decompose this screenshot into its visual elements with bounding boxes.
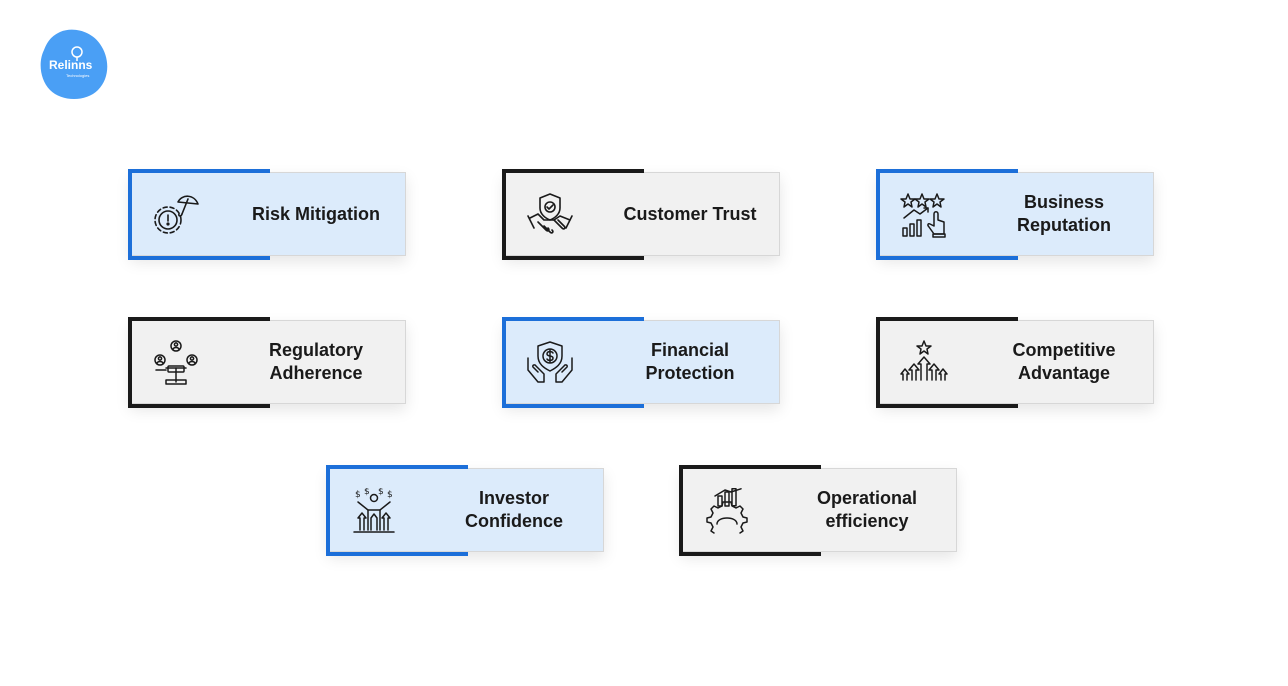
card-accent <box>679 465 683 556</box>
card-label: Regulatory Adherence <box>268 340 364 383</box>
card-financial-protection: Financial Protection <box>502 317 780 408</box>
card-accent <box>876 256 1018 260</box>
svg-text:$: $ <box>364 488 370 497</box>
card-accent <box>502 404 644 408</box>
card-accent <box>876 169 1018 173</box>
gear-chart-icon <box>703 488 751 534</box>
card-regulatory-adherence: Regulatory Adherence <box>128 317 406 408</box>
svg-text:$: $ <box>378 488 384 497</box>
card-risk-mitigation: Risk Mitigation <box>128 169 406 260</box>
logo-blob-icon <box>40 29 108 99</box>
card-accent <box>128 317 132 408</box>
card-accent <box>326 465 468 469</box>
card-accent <box>502 169 506 260</box>
hands-shield-dollar-icon <box>526 340 574 386</box>
card-investor-confidence: $ $ $ $ Investor Confidence <box>326 465 604 556</box>
card-operational-efficiency: Operational efficiency <box>679 465 957 556</box>
stars-growth-icon <box>900 192 948 238</box>
card-accent <box>128 256 270 260</box>
card-accent <box>502 169 644 173</box>
card-accent <box>128 169 270 173</box>
card-accent <box>679 465 821 469</box>
card-box <box>681 468 957 552</box>
card-label: Investor Confidence <box>464 488 563 531</box>
card-label: Competitive Advantage <box>1012 340 1116 383</box>
card-box <box>130 320 406 404</box>
investor-dollar-icon: $ $ $ $ <box>350 488 398 534</box>
card-accent <box>876 169 880 260</box>
logo-tagline: Technologies <box>66 73 90 78</box>
card-label: Business Reputation <box>1017 192 1111 235</box>
svg-text:$: $ <box>355 490 361 500</box>
card-accent <box>128 169 132 260</box>
card-competitive-advantage: Competitive Advantage <box>876 317 1154 408</box>
card-accent <box>679 552 821 556</box>
card-accent <box>876 317 1018 321</box>
card-label: Financial Protection <box>645 340 735 383</box>
card-customer-trust: Customer Trust <box>502 169 780 260</box>
card-label: Risk Mitigation <box>251 203 380 224</box>
card-accent <box>326 552 468 556</box>
card-accent <box>128 317 270 321</box>
card-accent <box>502 256 644 260</box>
card-accent <box>502 317 506 408</box>
card-business-reputation: Business Reputation <box>876 169 1154 260</box>
card-box <box>328 468 604 552</box>
company-logo[interactable]: Relinns Technologies <box>40 28 110 100</box>
arrows-star-icon <box>900 340 948 386</box>
svg-text:$: $ <box>387 490 393 500</box>
card-accent <box>502 317 644 321</box>
handshake-shield-icon <box>526 192 574 238</box>
card-box <box>504 172 780 256</box>
card-label: Customer Trust <box>623 203 757 224</box>
card-accent <box>128 404 270 408</box>
card-label: Operational efficiency <box>816 488 918 531</box>
card-box <box>130 172 406 256</box>
scale-people-icon <box>152 340 200 386</box>
card-accent <box>876 404 1018 408</box>
card-accent <box>326 465 330 556</box>
umbrella-gear-icon <box>152 192 200 238</box>
card-accent <box>876 317 880 408</box>
logo-wordmark: Relinns <box>49 58 93 72</box>
